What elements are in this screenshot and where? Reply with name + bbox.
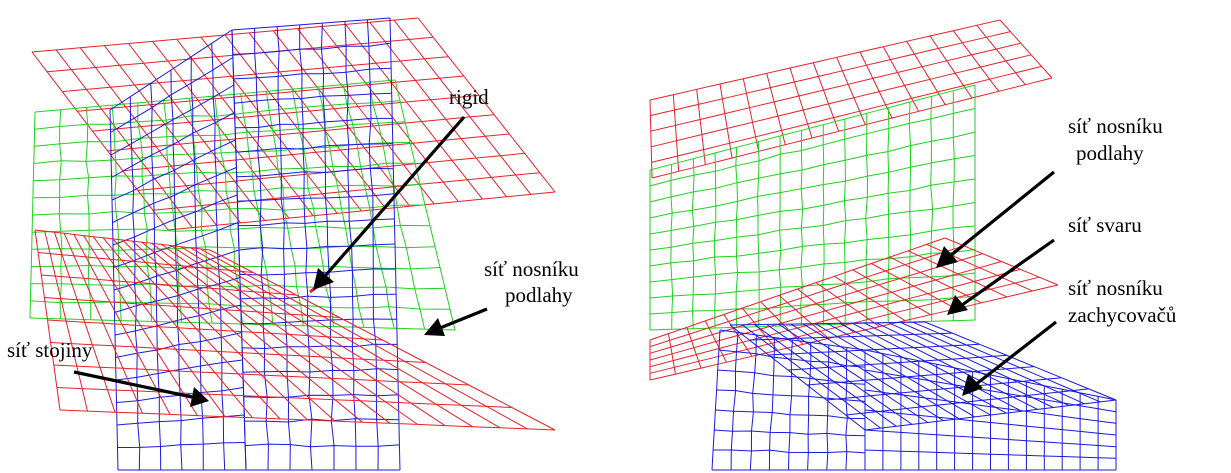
left-lower-flange-mesh: [34, 229, 556, 431]
rigid-label: rigid: [449, 85, 489, 109]
right-catcher-beam-front-mesh: [864, 349, 1117, 471]
weld-arrow: [947, 238, 1055, 315]
left-panel: rigid síť nosníku podlahy síť stojiny: [7, 17, 579, 471]
left-column-flange-mesh: [231, 17, 401, 471]
right-floor-beam-label-line2: podlahy: [1076, 141, 1144, 165]
floor-beam-arrow-right: [936, 170, 1056, 268]
catcher-beam-label-line2: zachycovačů: [1068, 303, 1177, 327]
right-floor-beam-web-mesh: [649, 84, 976, 331]
floor-beam-arrow-left: [424, 307, 488, 336]
right-upper-flange-mesh: [649, 19, 1053, 179]
right-lower-flange-mesh: [649, 237, 1059, 381]
right-catcher-beam-side-mesh: [711, 329, 866, 471]
weld-label: síť svaru: [1068, 213, 1142, 237]
right-panel: síť nosníku podlahy síť svaru síť nosník…: [649, 19, 1177, 471]
web-arrow: [73, 370, 209, 407]
floor-beam-label-line2: podlahy: [505, 283, 573, 307]
right-floor-beam-label-line1: síť nosníku: [1068, 114, 1163, 138]
floor-beam-label-line1: síť nosníku: [484, 257, 579, 281]
catcher-beam-label-line1: síť nosníku: [1068, 276, 1163, 300]
web-label: síť stojiny: [7, 338, 93, 362]
rigid-arrow: [313, 115, 466, 290]
catcher-beam-arrow: [962, 320, 1057, 396]
